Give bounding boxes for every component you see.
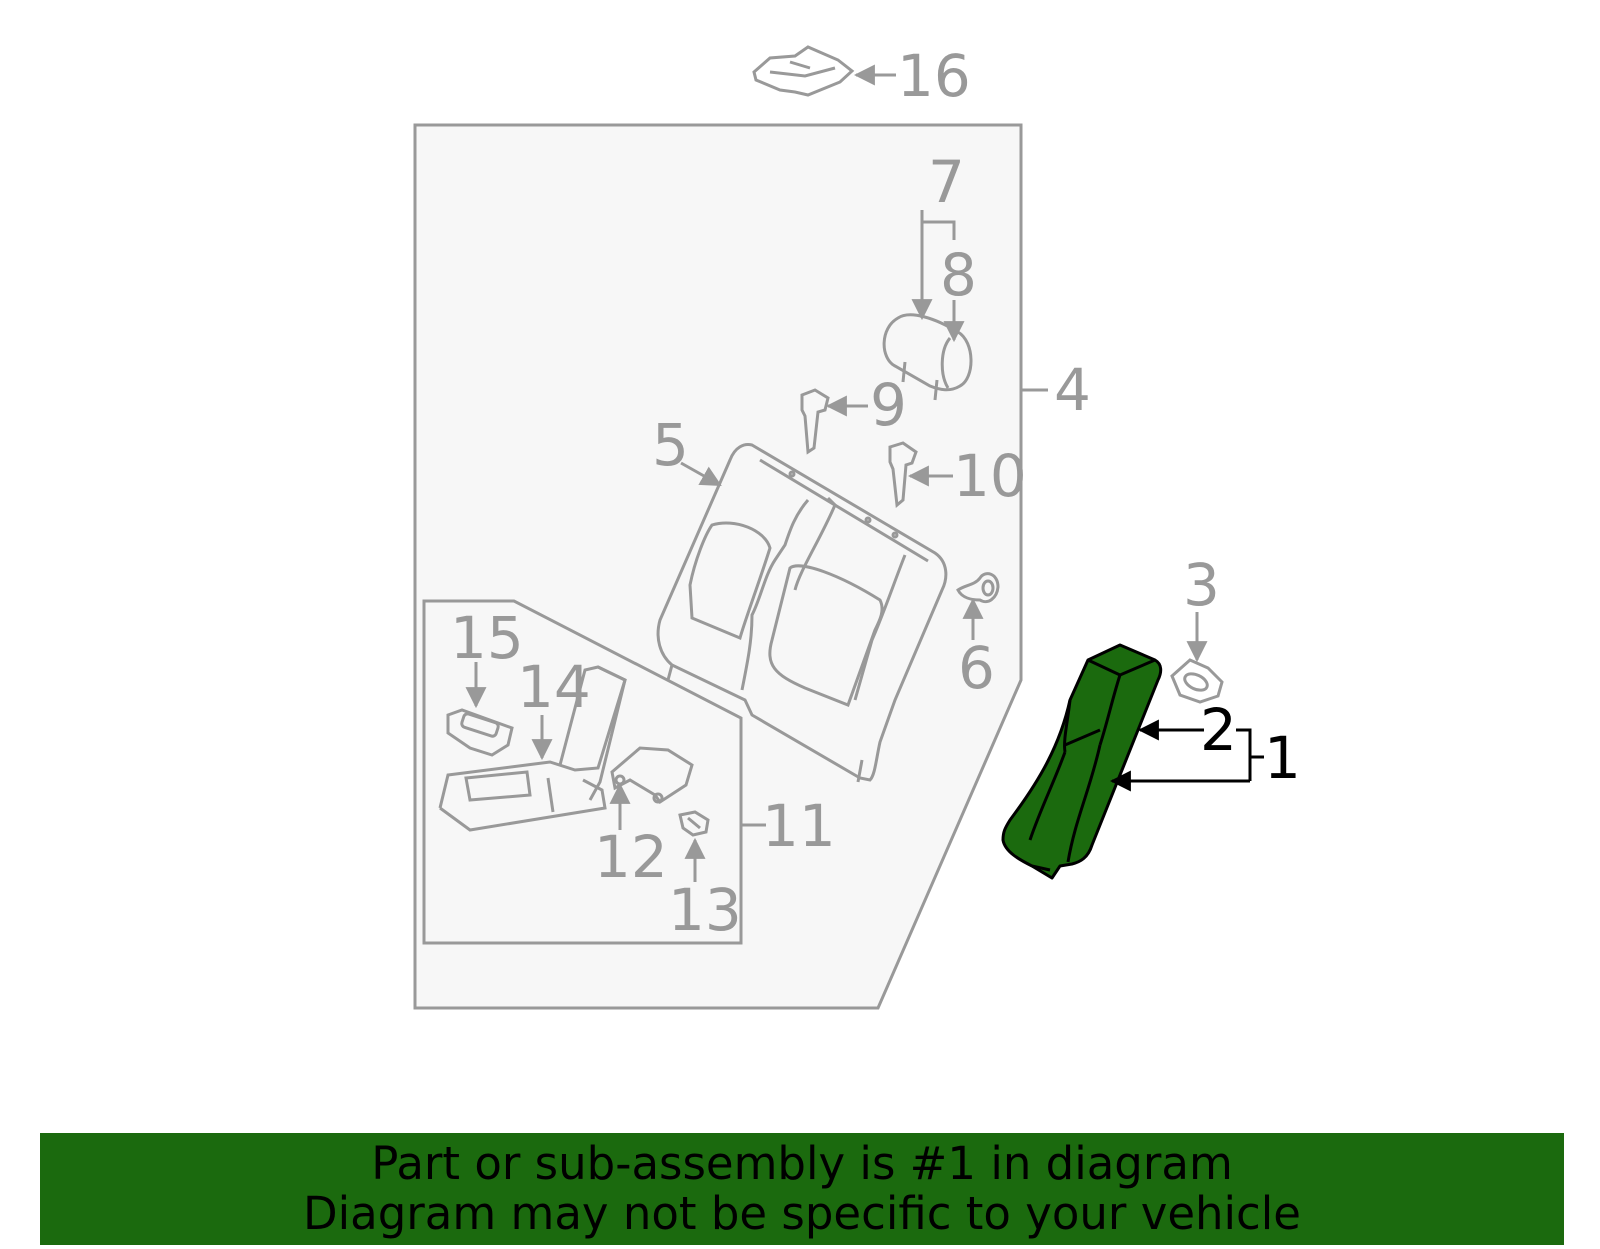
callout-2: 2 bbox=[1200, 696, 1237, 764]
side-bolster-part-1 bbox=[1001, 643, 1163, 880]
cup-holder-part-15 bbox=[446, 708, 514, 757]
callout-13: 13 bbox=[668, 876, 742, 944]
callout-14: 14 bbox=[517, 653, 591, 721]
callout-6: 6 bbox=[958, 634, 995, 702]
callout-12: 12 bbox=[594, 823, 668, 891]
callout-4: 4 bbox=[1054, 356, 1091, 424]
callout-8: 8 bbox=[940, 241, 977, 309]
callout-15: 15 bbox=[450, 604, 524, 672]
callout-1: 1 bbox=[1264, 724, 1301, 792]
callout-3: 3 bbox=[1183, 551, 1220, 619]
bracket-7-8 bbox=[922, 210, 956, 318]
clip-part-16 bbox=[752, 45, 855, 97]
leader-5 bbox=[680, 461, 722, 487]
subassembly-panel-11 bbox=[422, 599, 743, 945]
callout-10: 10 bbox=[953, 442, 1027, 510]
footer-line-part: Part or sub-assembly is #1 in diagram bbox=[371, 1137, 1233, 1190]
callout-5: 5 bbox=[652, 411, 689, 479]
callout-16: 16 bbox=[897, 42, 971, 110]
callout-9: 9 bbox=[870, 371, 907, 439]
footer-line-disclaimer: Diagram may not be specific to your vehi… bbox=[303, 1187, 1301, 1240]
guide-part-9 bbox=[800, 388, 830, 455]
armrest-part-14 bbox=[438, 665, 627, 832]
bolt-part-13 bbox=[678, 810, 710, 837]
callout-7: 7 bbox=[928, 148, 965, 216]
seat-back-part-5 bbox=[656, 443, 948, 783]
bracket-1-2 bbox=[1236, 728, 1264, 781]
footer-banner: Part or sub-assembly is #1 in diagram Di… bbox=[40, 1133, 1564, 1245]
guide-part-10 bbox=[888, 441, 918, 508]
callout-11: 11 bbox=[762, 792, 836, 860]
